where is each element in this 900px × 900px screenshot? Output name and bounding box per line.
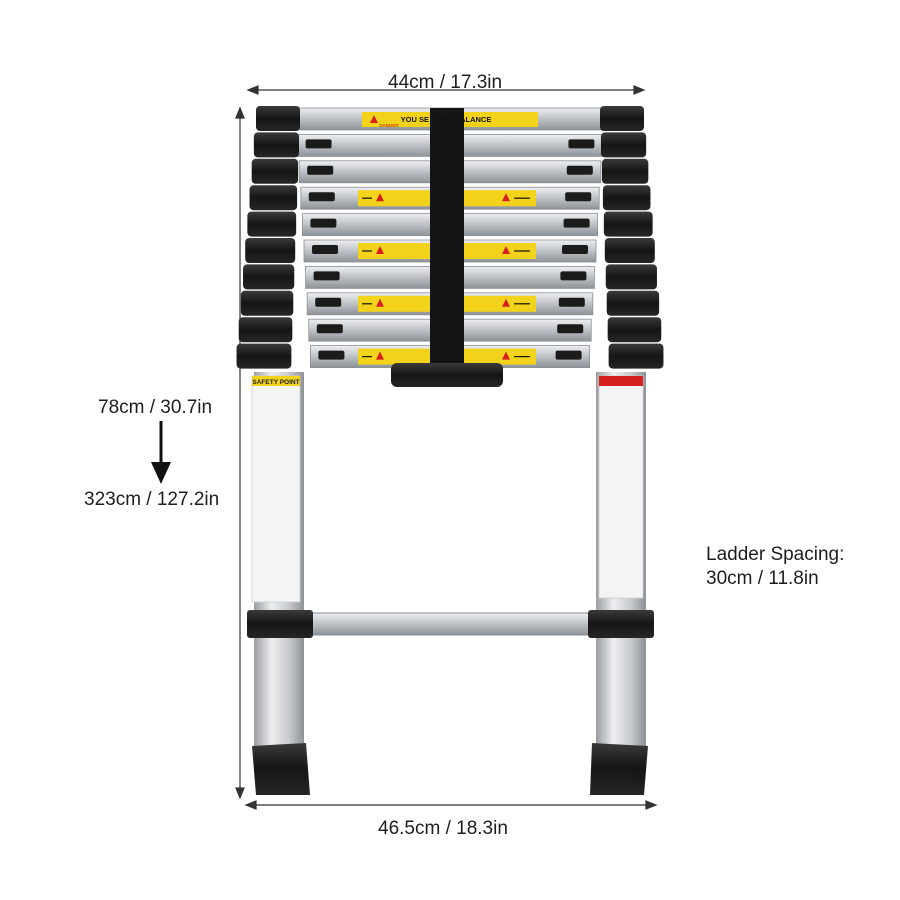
ladder-spacing-value: 30cm / 11.8in [706, 568, 819, 589]
safety-point-label: SAFETY POINT [252, 379, 299, 386]
banner-text: YOU SE YOUR BALANCE [401, 115, 492, 124]
lower-legs [247, 372, 654, 795]
rung-slot [558, 297, 585, 307]
extended-height-label: 323cm / 127.2in [84, 489, 220, 510]
rung-end-cap-right [601, 158, 649, 184]
rung-slot [312, 245, 338, 254]
rung-end-cap-right [600, 132, 647, 158]
rung-end-cap-left [245, 238, 296, 263]
top-width-label: 44cm / 17.3in [388, 72, 503, 93]
collapsed-rung-stack [236, 106, 664, 369]
rung-slot [557, 324, 584, 334]
rung-end-cap-left [256, 106, 300, 131]
rung-slot [307, 165, 334, 175]
rung-end-cap-right [604, 238, 655, 263]
arrow-down-icon [151, 421, 171, 484]
rung-slot [305, 139, 332, 149]
rung-end-cap-left [236, 343, 292, 369]
rung-slot [563, 218, 590, 228]
rung-slot [566, 165, 593, 175]
warning-triangle-icon [370, 115, 378, 123]
rung-end-cap-left [238, 317, 293, 343]
warning-triangle-icon [502, 193, 510, 202]
rung-slot [562, 245, 588, 254]
rung-slot [315, 297, 342, 307]
dimension-lines [235, 85, 658, 810]
warning-triangle-icon [376, 246, 384, 254]
warning-triangle-icon [376, 298, 384, 307]
warning-triangle-icon [502, 298, 510, 307]
rung-slot [318, 350, 345, 360]
rung-end-cap-left [240, 290, 294, 316]
rung-end-cap-right [607, 317, 662, 343]
ladder-spacing-title: Ladder Spacing: [706, 544, 845, 565]
rung-end-cap-left [249, 185, 298, 211]
rung-slot [316, 324, 343, 334]
rung-end-cap-left [247, 211, 297, 237]
top-warning-banner: YOU SE YOUR BALANCE DANGER [379, 115, 491, 128]
rung-slot [560, 271, 587, 281]
safety-sticker-right [598, 375, 644, 599]
rung-end-cap-left [251, 158, 299, 184]
rung-end-cap-left [243, 264, 295, 290]
rung-end-cap-right [605, 264, 657, 290]
retracted-height-label: 78cm / 30.7in [98, 397, 213, 418]
rung-slot [565, 192, 592, 202]
rung-slot [313, 271, 340, 281]
rung-end-cap-right [606, 290, 660, 316]
carry-strap [391, 108, 503, 387]
warning-triangle-icon [376, 351, 384, 360]
rung-end-cap-right [602, 185, 651, 211]
rung-slot [310, 218, 337, 228]
bottom-width-label: 46.5cm / 18.3in [378, 818, 508, 839]
warning-triangle-icon [502, 246, 510, 254]
rung-end-cap-right [608, 343, 664, 369]
safety-sticker-left: SAFETY POINT [251, 375, 301, 603]
rung-slot [308, 192, 335, 202]
rung-slot [555, 350, 582, 360]
rung-end-cap-right [603, 211, 653, 237]
rung-end-cap-right [600, 106, 644, 131]
warning-triangle-icon [376, 193, 384, 202]
rung-slot [568, 139, 595, 149]
warning-triangle-icon [502, 351, 510, 360]
rung-end-cap-left [253, 132, 300, 158]
banner-tag: DANGER [379, 123, 399, 128]
